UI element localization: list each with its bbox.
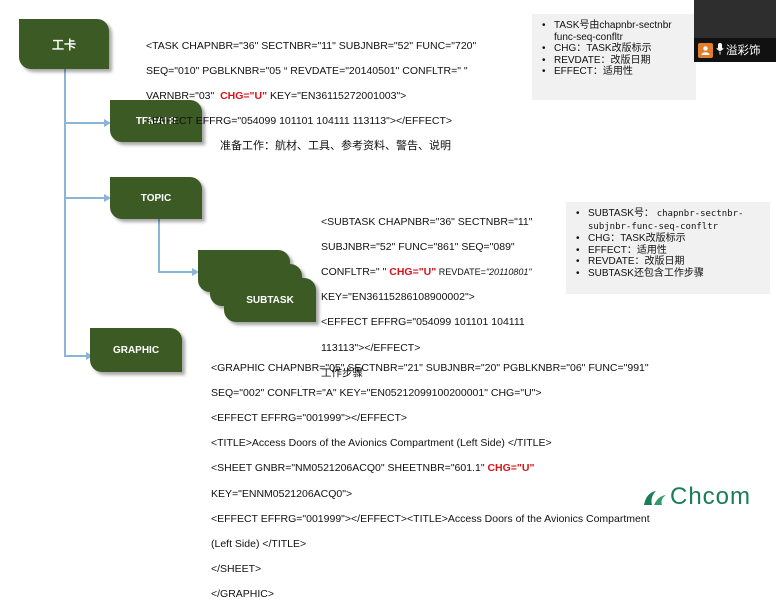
- arrow-graphic: [86, 352, 93, 360]
- graphic-code-line: </SHEET>: [211, 563, 262, 576]
- node-topic: TOPIC: [110, 177, 202, 219]
- task-code-line: <EFFECT EFFRG="054099 101101 104111 1131…: [146, 115, 453, 128]
- graphic-code-line: <SHEET GNBR="NM0521206ACQ0" SHEETNBR="60…: [211, 462, 535, 475]
- chg-highlight: CHG="U": [220, 89, 268, 102]
- subtask-note-item: REVDATE：改版日期: [576, 256, 770, 268]
- subtask-code-line: 工作步骤: [321, 366, 363, 379]
- node-topic-label: TOPIC: [140, 192, 172, 204]
- tree-trunk-line: [64, 58, 66, 356]
- graphic-code-line: <TITLE>Access Doors of the Avionics Comp…: [211, 437, 552, 450]
- task-code-line: <TASK CHAPNBR="36" SECTNBR="11" SUBJNBR=…: [146, 39, 477, 52]
- subtask-code-block: <SUBTASK CHAPNBR="36" SECTNBR="11" SUBJN…: [321, 203, 532, 392]
- node-gongka-label: 工卡: [51, 37, 76, 52]
- connector-tfmatr: [64, 122, 106, 124]
- chcom-logo: Chcom: [640, 483, 752, 510]
- subtask-note-item: SUBTASK号： chapnbr-sectnbr-subjnbr-func-s…: [576, 208, 770, 233]
- node-gongka: 工卡: [19, 19, 109, 69]
- arrow-tfmatr: [104, 119, 111, 127]
- node-subtask: SUBTASK: [224, 278, 316, 322]
- logo-icon: [644, 491, 666, 505]
- microphone-icon[interactable]: [716, 42, 724, 58]
- node-tfmatr-label: TFMATR: [135, 115, 177, 127]
- task-code-line: VARNBR="03" CHG="U" KEY="EN3611527200100…: [146, 89, 407, 102]
- graphic-code-line: (Left Side) </TITLE>: [211, 537, 307, 550]
- subtask-note-item: EFFECT：适用性: [576, 245, 770, 257]
- connector-graphic: [64, 355, 88, 357]
- subtask-note-box: SUBTASK号： chapnbr-sectnbr-subjnbr-func-s…: [566, 202, 770, 294]
- graphic-code-block: <GRAPHIC CHAPNBR="05" SECTNBR="21" SUBJN…: [211, 349, 650, 613]
- subtask-code-line: 113113"></EFFECT>: [321, 341, 421, 354]
- graphic-code-line: </GRAPHIC>: [211, 588, 275, 601]
- arrow-subtask: [192, 268, 199, 276]
- graphic-code-line: SEQ="002" CONFLTR="A" KEY="EN05212099100…: [211, 386, 542, 399]
- task-note-item: CHG：TASK改版标示: [542, 43, 696, 55]
- node-subtask-label: SUBTASK: [246, 294, 294, 306]
- topic-branch-line: [158, 218, 160, 272]
- participant-name: 溢彩饰: [726, 45, 761, 57]
- tfmatr-description: 准备工作：航材、工具、参考资料、警告、说明: [220, 140, 451, 152]
- task-code-block: <TASK CHAPNBR="36" SECTNBR="11" SUBJNBR=…: [146, 27, 476, 140]
- task-note-item: REVDATE：改版日期: [542, 55, 696, 67]
- user-avatar-icon: [698, 42, 713, 58]
- logo-text: Chcom: [670, 483, 752, 510]
- connector-topic: [64, 197, 106, 199]
- graphic-code-line: KEY="ENNM0521206ACQ0">: [211, 487, 353, 500]
- subtask-note-item: SUBTASK还包含工作步骤: [576, 268, 770, 280]
- subtask-code-line: <EFFECT EFFRG="054099 101101 104111: [321, 316, 525, 329]
- graphic-code-line: <EFFECT EFFRG="001999"></EFFECT>: [211, 411, 408, 424]
- subtask-code-line: CONFLTR=" " CHG="U" REVDATE="20110801": [321, 265, 532, 278]
- chg-highlight: CHG="U": [487, 462, 535, 475]
- graphic-code-line: <EFFECT EFFRG="001999"></EFFECT><TITLE>A…: [211, 512, 650, 525]
- subtask-note-item: CHG：TASK改版标示: [576, 233, 770, 245]
- connector-subtask: [158, 271, 194, 273]
- subtask-code-line: KEY="EN36115286108900002">: [321, 291, 475, 304]
- subtask-code-line: SUBJNBR="52" FUNC="861" SEQ="089": [321, 240, 515, 253]
- graphic-code-line: <GRAPHIC CHAPNBR="05" SECTNBR="21" SUBJN…: [211, 361, 649, 374]
- chg-highlight: CHG="U": [389, 265, 437, 278]
- node-tfmatr: TFMATR: [110, 100, 202, 142]
- video-participant-bar[interactable]: 溢彩饰: [694, 38, 776, 62]
- node-graphic-label: GRAPHIC: [112, 344, 160, 356]
- task-code-line: SEQ="010" PGBLKNBR="05 “ REVDATE="201405…: [146, 64, 468, 77]
- subtask-code-line: <SUBTASK CHAPNBR="36" SECTNBR="11": [321, 215, 533, 228]
- arrow-topic: [104, 194, 111, 202]
- node-graphic: GRAPHIC: [90, 328, 182, 372]
- task-note-item: EFFECT：适用性: [542, 66, 696, 78]
